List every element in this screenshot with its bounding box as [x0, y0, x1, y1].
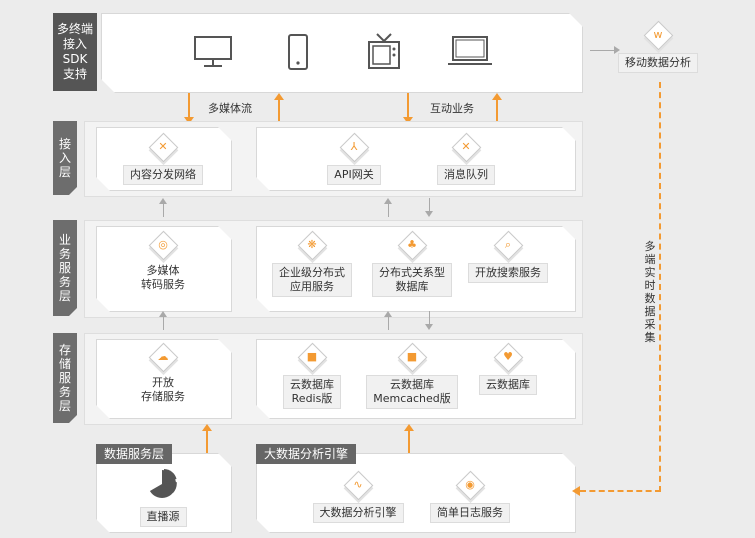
sdk-support-label: 多终端 接入 SDK 支持 [53, 13, 97, 91]
message-queue-node: ✕ 消息队列 [430, 132, 502, 185]
mobile-phone-icon [287, 33, 309, 75]
media-flow-label: 多媒体流 [208, 102, 252, 115]
object-storage-node: ☁ 开放 存储服务 [110, 342, 216, 404]
mobile-data-analysis-label: 移动数据分析 [618, 53, 698, 73]
desktop-monitor-icon [193, 35, 233, 73]
log-service-icon: ◉ [455, 470, 486, 501]
memcached-label: 云数据库 Memcached版 [366, 375, 458, 409]
business-layer-label: 业务服务层 [53, 220, 77, 316]
object-storage-label: 开放 存储服务 [141, 376, 185, 403]
distributed-connector-arrow [384, 311, 392, 330]
television-icon [366, 32, 402, 76]
access-layer-label: 接入层 [53, 121, 77, 195]
message-queue-label: 消息队列 [437, 165, 495, 185]
log-service-label: 简单日志服务 [430, 503, 510, 523]
media-flow-up-arrow [274, 93, 284, 125]
queue-connector-arrow [425, 198, 433, 217]
laptop-icon [446, 35, 494, 73]
analysis-chart-icon: w [643, 20, 674, 51]
redis-icon: ■ [297, 342, 328, 373]
analytics-icon: ∿ [343, 470, 374, 501]
interactive-flow-up-arrow [492, 93, 502, 125]
relational-db-label: 分布式关系型 数据库 [372, 263, 452, 297]
collection-label: 多端实时数据采集 [643, 240, 657, 344]
connector-line [590, 50, 616, 51]
api-gateway-node: ⅄ API网关 [320, 132, 388, 185]
gateway-connector-arrow [384, 198, 392, 217]
message-queue-icon: ✕ [451, 132, 482, 163]
cdn-connector-arrow [159, 198, 167, 217]
bigdata-up-arrow [404, 424, 414, 456]
relational-db-node: ♣ 分布式关系型 数据库 [364, 230, 460, 297]
search-icon: ⌕ [493, 230, 524, 261]
search-service-node: ⌕ 开放搜索服务 [460, 230, 556, 283]
storage-icon: ☁ [148, 342, 179, 373]
collection-arrowhead [572, 486, 580, 496]
mobile-data-analysis-node: w 移动数据分析 [612, 20, 704, 73]
transcode-connector-arrow [159, 311, 167, 330]
search-service-label: 开放搜索服务 [468, 263, 548, 283]
relational-db-icon: ♣ [397, 230, 428, 261]
bigdata-title: 大数据分析引擎 [256, 444, 357, 464]
distributed-app-node: ❋ 企业级分布式 应用服务 [262, 230, 362, 297]
cloud-db-node: ♥ 云数据库 [464, 342, 552, 395]
live-source-label: 直播源 [139, 507, 187, 527]
transcode-node: ◎ 多媒体 转码服务 [110, 230, 216, 292]
api-gateway-icon: ⅄ [339, 132, 370, 163]
collection-dashed-horizontal [580, 490, 661, 492]
memcached-icon: ■ [397, 342, 428, 373]
cdn-node: ✕ 内容分发网络 [110, 132, 216, 185]
cloud-db-label: 云数据库 [479, 375, 537, 395]
transcode-icon: ◎ [148, 230, 179, 261]
data-service-title: 数据服务层 [96, 444, 173, 464]
db-connector-arrow [425, 311, 433, 330]
redis-node: ■ 云数据库 Redis版 [266, 342, 358, 409]
pie-chart-icon [147, 469, 177, 503]
bigdata-engine-label: 大数据分析引擎 [312, 503, 404, 523]
live-source-node: 直播源 [96, 505, 230, 527]
memcached-node: ■ 云数据库 Memcached版 [364, 342, 460, 409]
redis-label: 云数据库 Redis版 [283, 375, 341, 409]
cdn-icon: ✕ [148, 132, 179, 163]
api-gateway-label: API网关 [327, 165, 381, 185]
distributed-app-label: 企业级分布式 应用服务 [272, 263, 352, 297]
cdn-label: 内容分发网络 [123, 165, 203, 185]
bigdata-engine-node: ∿ 大数据分析引擎 [306, 470, 410, 523]
cloud-db-icon: ♥ [493, 342, 524, 373]
interactive-flow-down-arrow [403, 93, 413, 124]
storage-layer-label: 存储服务层 [53, 333, 77, 423]
collection-dashed-vertical [659, 82, 661, 492]
access-right-panel [256, 127, 576, 191]
distributed-app-icon: ❋ [297, 230, 328, 261]
interactive-flow-label: 互动业务 [430, 102, 474, 115]
bigdata-panel [256, 453, 576, 533]
connector-arrowhead [614, 46, 620, 54]
log-service-node: ◉ 简单日志服务 [424, 470, 516, 523]
media-flow-down-arrow [184, 93, 194, 124]
terminals-panel [101, 13, 583, 93]
data-service-up-arrow [202, 424, 212, 456]
transcode-label: 多媒体 转码服务 [141, 264, 185, 291]
